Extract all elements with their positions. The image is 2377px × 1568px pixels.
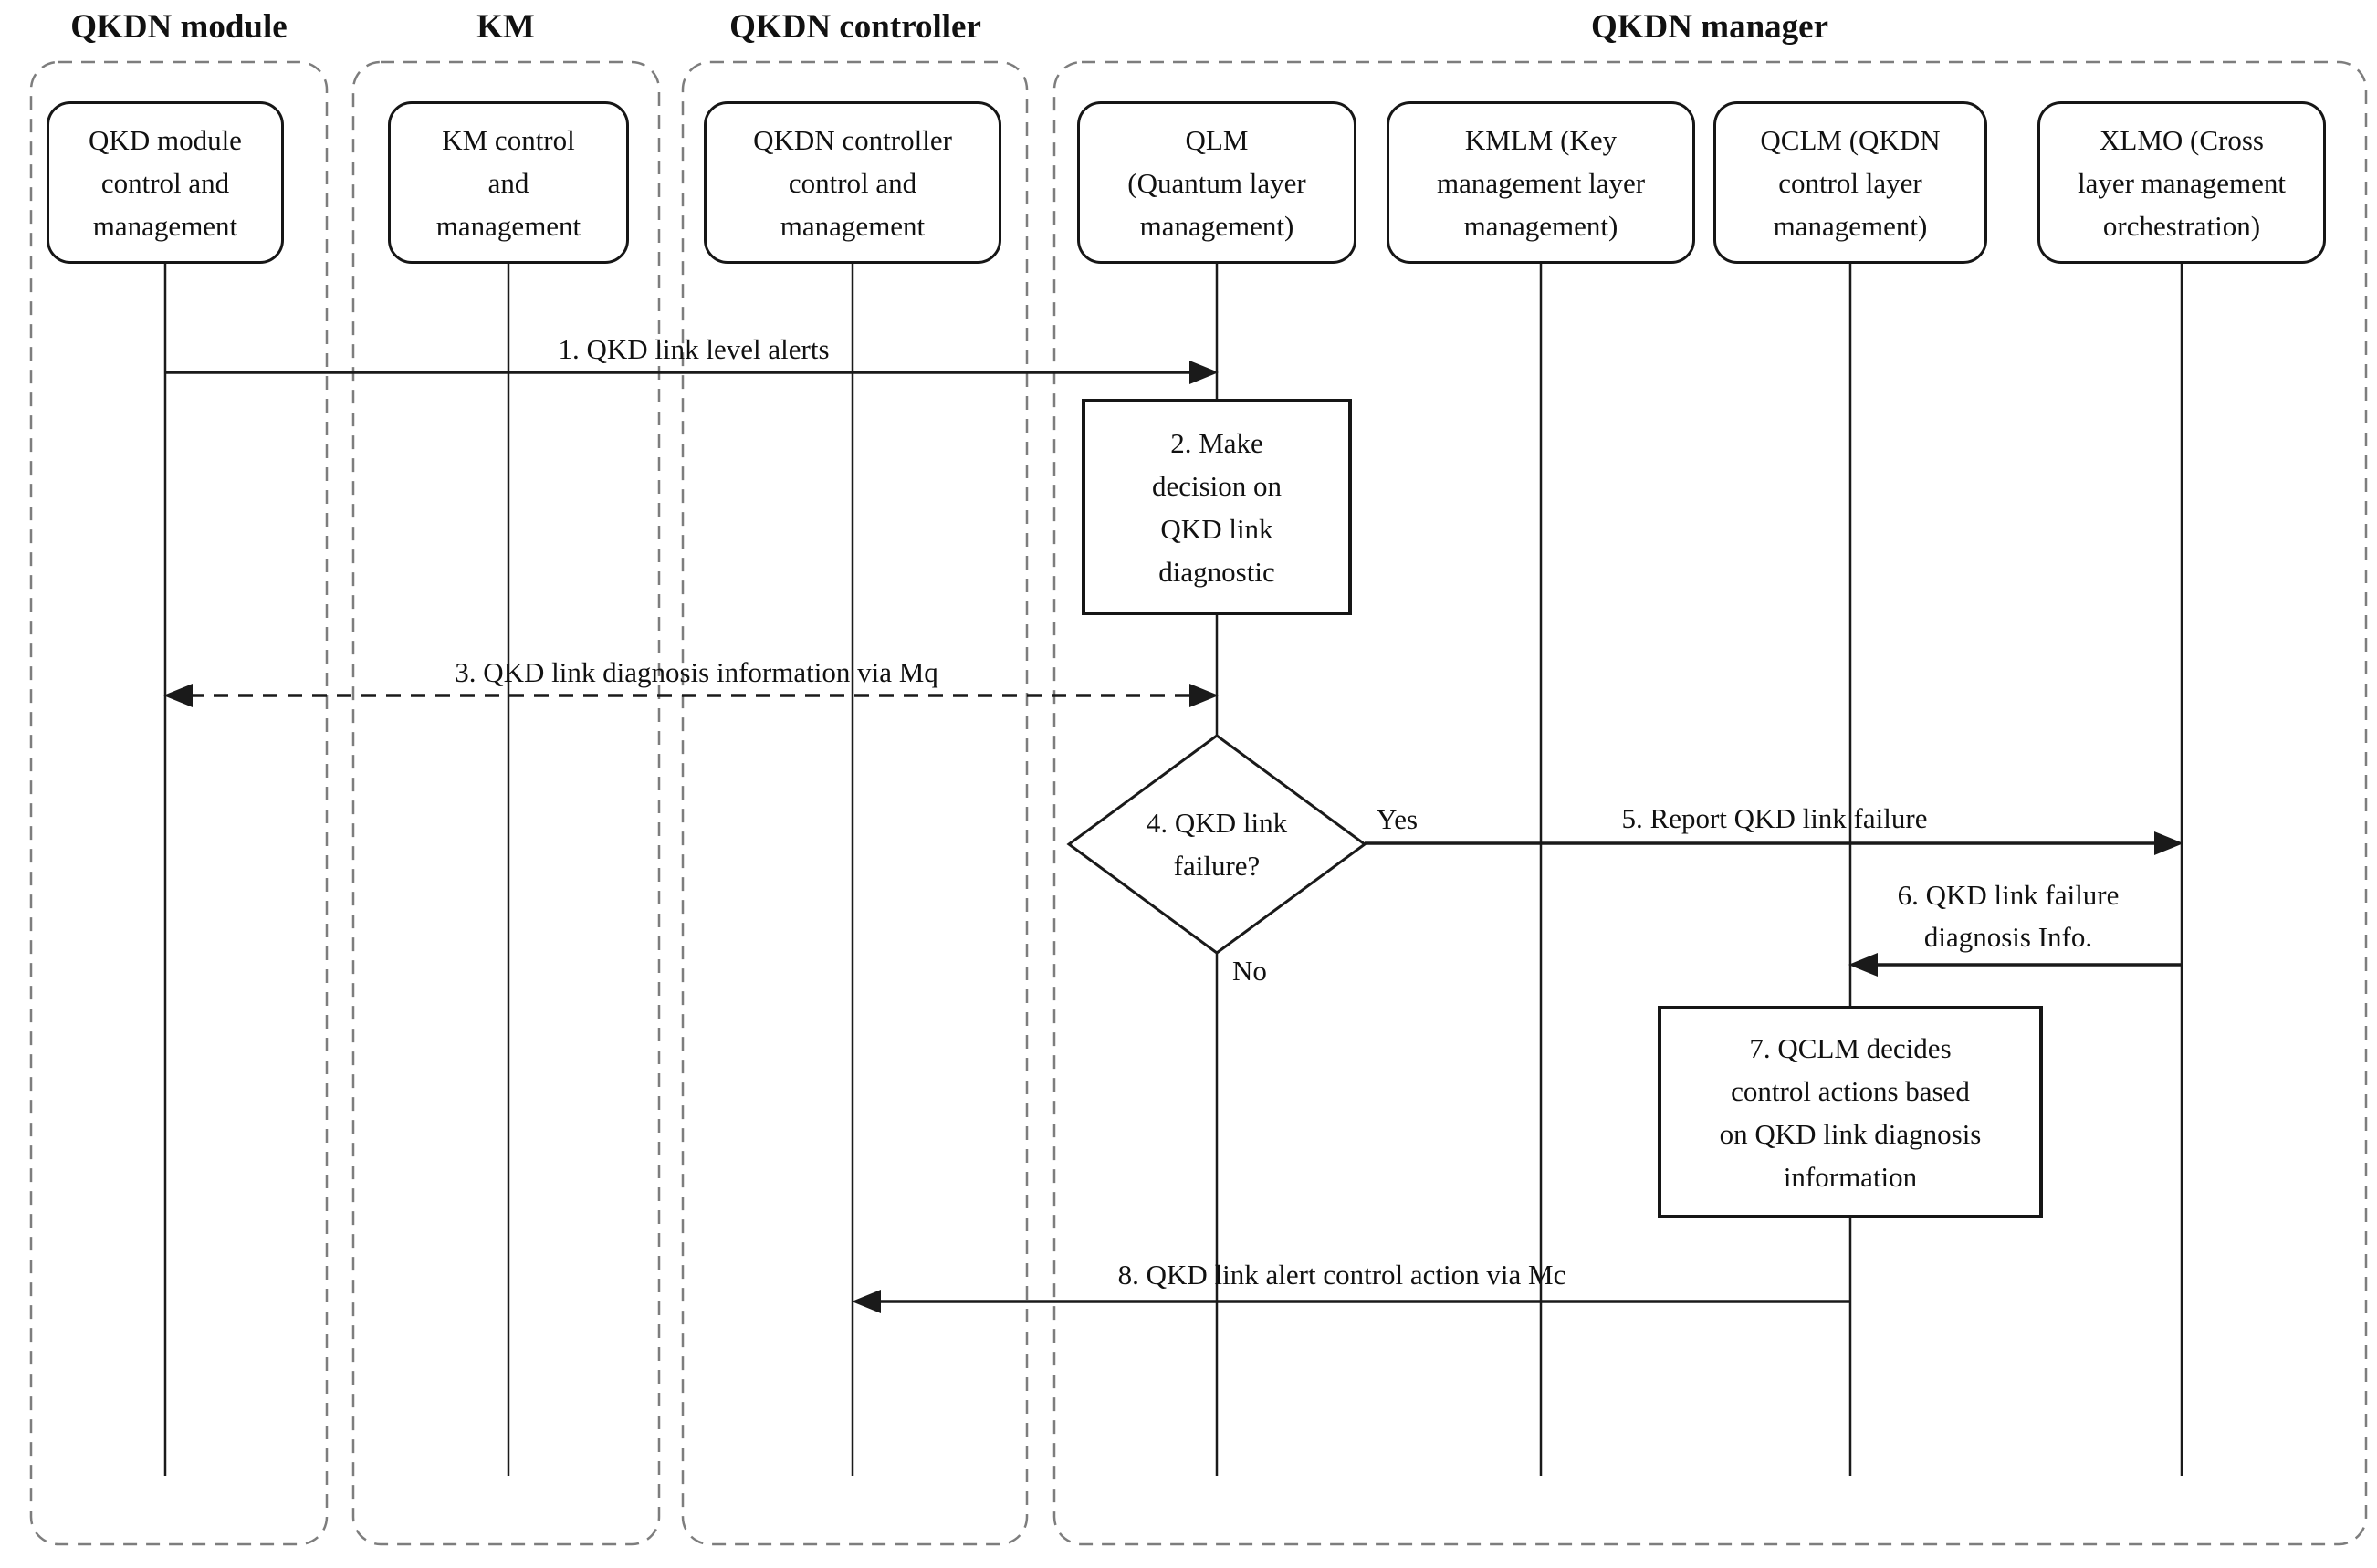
message-5-arrow — [1365, 831, 2183, 855]
group-title-km: KM — [476, 8, 535, 46]
message-6-label: 6. QKD link failure diagnosis Info. — [1897, 879, 2120, 953]
message-3-arrow — [163, 684, 1219, 707]
decision-yes-label: Yes — [1377, 803, 1419, 835]
group-frame-qkdn-controller — [681, 60, 1029, 1546]
message-5-arrowhead-icon — [2154, 831, 2183, 855]
message-5-label: 5. Report QKD link failure — [1621, 802, 1928, 834]
group-title-qkdn-manager: QKDN manager — [1591, 8, 1828, 46]
group-frame-qkdn-manager — [1052, 60, 2368, 1546]
group-title-qkdn-module: QKDN module — [70, 8, 288, 46]
message-3-left-arrowhead-icon — [163, 684, 193, 707]
group-title-qkdn-controller: QKDN controller — [729, 8, 981, 46]
message-8-label: 8. QKD link alert control action via Mc — [1117, 1259, 1566, 1291]
message-3-label: 3. QKD link diagnosis information via Mq — [455, 656, 938, 688]
participant-kmlm: KMLM (Key management layer management) — [1387, 101, 1695, 264]
message-6-arrow — [1848, 953, 2182, 977]
decision-diamond — [1066, 734, 1367, 955]
message-8-arrowhead-icon — [852, 1290, 881, 1313]
message-1-label: 1. QKD link level alerts — [558, 333, 830, 365]
participant-xlmo: XLMO (Cross layer management orchestrati… — [2037, 101, 2326, 264]
participant-qkdn-controller: QKDN controller control and management — [704, 101, 1001, 264]
process-box-7: 7. QCLM decides control actions based on… — [1658, 1006, 2043, 1218]
participant-qlm: QLM (Quantum layer management) — [1077, 101, 1356, 264]
message-1-arrowhead-icon — [1189, 361, 1219, 384]
participant-km: KM control and management — [388, 101, 629, 264]
group-frame-qkdn-module — [29, 60, 329, 1546]
message-6-arrowhead-icon — [1848, 953, 1878, 977]
message-1-arrow — [165, 361, 1219, 384]
decision-no-label: No — [1232, 955, 1267, 987]
participant-qclm: QCLM (QKDN control layer management) — [1713, 101, 1987, 264]
group-frame-km — [351, 60, 661, 1546]
decision-diamond-label: 4. QKD link failure? — [1146, 807, 1288, 882]
message-8-arrow — [852, 1290, 1850, 1313]
participant-qkd-module: QKD module control and management — [47, 101, 284, 264]
message-3-right-arrowhead-icon — [1189, 684, 1219, 707]
process-box-2: 2. Make decision on QKD link diagnostic — [1082, 399, 1352, 615]
